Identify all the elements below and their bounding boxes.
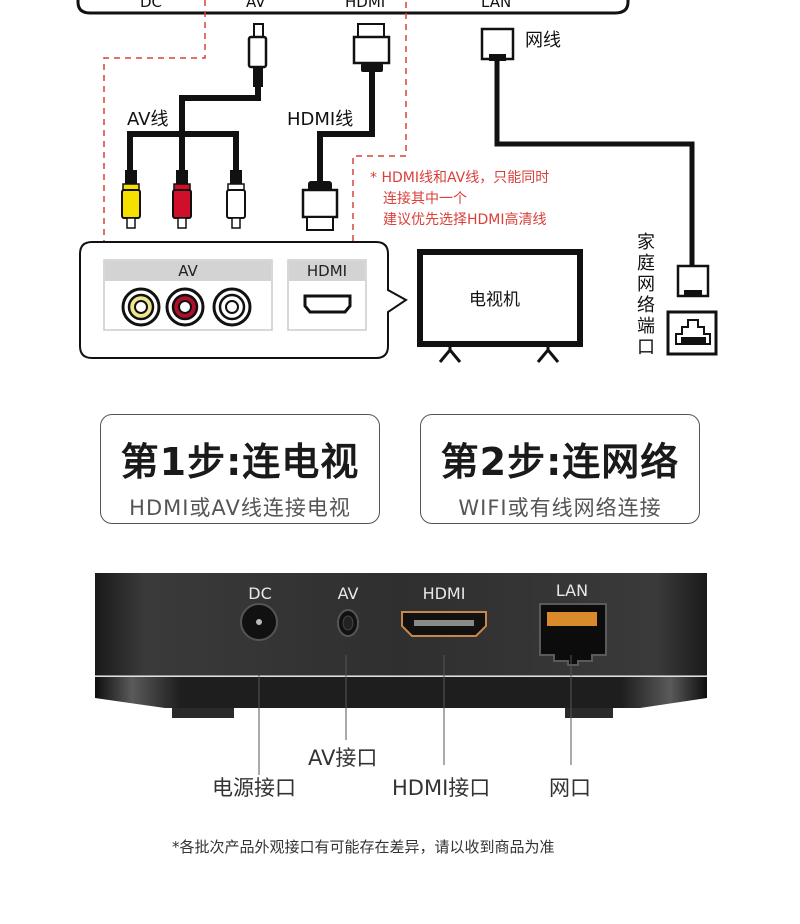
note-line-1: * HDMI线和AV线，只能同时 [370,170,550,186]
step-1-subtitle: HDMI或AV线连接电视 [129,496,351,520]
rca-red-plug [172,170,192,229]
dc-jack [240,603,278,641]
footnote: *各批次产品外观接口有可能存在差异，请以收到商品为准 [172,838,555,856]
device-port-label-lan: LAN [555,581,589,600]
home-port-char: 端 [637,316,655,337]
step-2-title: 第2步:连网络 [440,440,680,484]
home-network-port-icon [666,310,718,356]
lan-port [539,603,607,666]
av-cable [179,86,261,172]
tv-panel-av-title: AV [105,261,271,281]
hdmi-plug-top [352,23,391,72]
step-2-subtitle: WIFI或有线网络连接 [458,496,662,520]
rca-yellow-plug [121,170,141,229]
home-network-port-label: 家 庭 网 络 端 口 [636,232,656,358]
top-port-label-av: AV [246,0,266,11]
hdmi-plug-bottom [301,181,339,231]
hdmi-port [401,611,487,637]
rca-white-plug [226,170,246,229]
tv-panel-hdmi-title: HDMI [289,261,365,281]
device-port-label-dc: DC [248,584,272,603]
top-port-label-dc: DC [140,0,163,11]
av-jack [337,609,359,637]
device-port-label-hdmi: HDMI [422,584,466,603]
lan-plug-bottom [676,264,710,298]
step-1-title: 第1步:连电视 [120,440,360,484]
home-port-char: 络 [637,295,655,316]
av-jack-red [165,287,205,327]
lan-plug-top [480,27,515,61]
callout-av-port: AV接口 [308,746,378,770]
note-line-2: 连接其中一个 [383,191,467,207]
home-port-char: 网 [637,274,655,295]
home-port-char: 家 [637,232,655,253]
device-port-label-av: AV [337,584,359,603]
hdmi-cable-label: HDMI线 [287,109,354,130]
callout-power-port: 电源接口 [212,776,296,800]
top-port-label-lan: LAN [481,0,512,11]
device-base [95,677,707,708]
step-card-2: 第2步:连网络 WIFI或有线网络连接 [420,414,700,524]
hdmi-cable [317,70,375,185]
device-outline-top [76,0,630,15]
callout-lan-port: 网口 [549,776,591,800]
av-plug-top [247,23,268,87]
step-card-1: 第1步:连电视 HDMI或AV线连接电视 [100,414,380,524]
av-cable-label: AV线 [127,109,169,130]
av-jack-yellow [121,287,161,327]
lan-cable [494,58,695,268]
callout-hdmi-port: HDMI接口 [392,776,491,800]
hdmi-port-icon [303,294,352,314]
tv-icon [417,249,583,363]
tv-label: 电视机 [469,290,520,310]
av-jack-white [212,287,252,327]
note-line-3: 建议优先选择HDMI高清线 [383,212,547,228]
home-port-char: 庭 [637,253,655,274]
lan-cable-label: 网线 [525,30,561,51]
device-rear-illustration [95,573,707,775]
home-port-char: 口 [637,337,655,358]
top-port-label-hdmi: HDMI [345,0,386,11]
connection-note: * HDMI线和AV线，只能同时 连接其中一个 建议优先选择HDMI高清线 [370,168,549,231]
